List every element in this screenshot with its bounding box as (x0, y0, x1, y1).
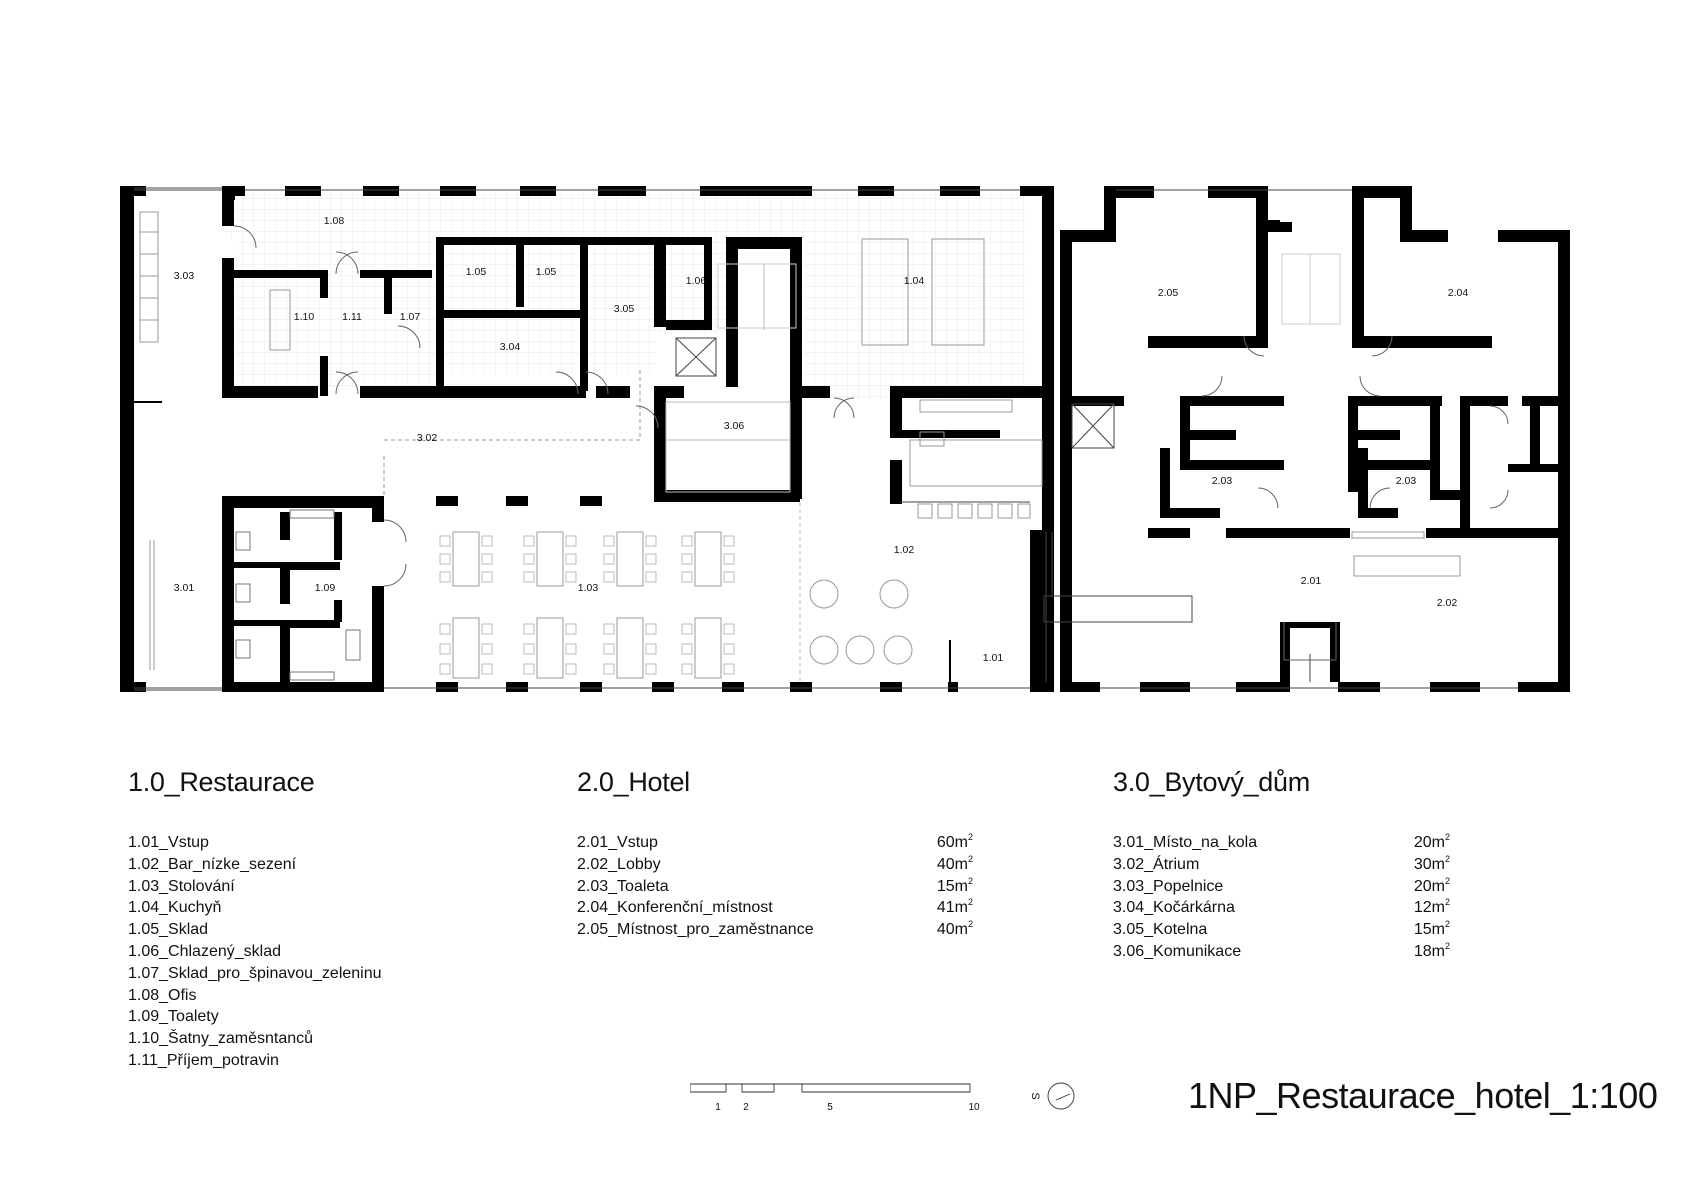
item-name: 3.06_Komunikace (1113, 942, 1242, 960)
list-item: 2.04_Konferenční_místnost 41m2 (577, 897, 973, 919)
item-name: 3.01_Místo_na_kola (1113, 834, 1258, 851)
north-arrow-icon: S (1029, 1082, 1075, 1110)
item-area: 20m2 (1413, 875, 1450, 895)
room-label-305: 3.05 (614, 303, 635, 315)
room-label-101: 1.01 (983, 652, 1004, 664)
scale-bar: 1 2 5 10 (690, 1083, 980, 1113)
list-item: 1.08_Ofis (128, 986, 197, 1004)
room-label-110: 1.10 (294, 311, 315, 323)
item-area: 12m2 (1413, 897, 1450, 917)
item-area: 15m2 (1413, 919, 1450, 939)
item-name: 3.03_Popelnice (1113, 877, 1224, 895)
item-area: 15m2 (936, 875, 973, 895)
item-name: 2.02_Lobby (577, 855, 661, 873)
list-item: 3.06_Komunikace 18m2 (1113, 941, 1450, 963)
list-item: 1.09_Toalety (128, 1008, 219, 1026)
legend-hotel-title: 2.0_Hotel (577, 767, 690, 797)
scale-tick-2: 2 (743, 1102, 749, 1113)
item-name: 2.03_Toaleta (577, 877, 669, 895)
scale-tick-10: 10 (968, 1102, 980, 1113)
room-label-203a: 2.03 (1212, 475, 1233, 487)
list-item: 1.07_Sklad_pro_špinavou_zeleninu (128, 964, 382, 982)
item-name: 3.05_Kotelna (1113, 921, 1208, 939)
room-label-105b: 1.05 (536, 266, 557, 278)
room-label-105a: 1.05 (466, 266, 487, 278)
list-item: 2.01_Vstup 60m2 (577, 832, 973, 854)
item-area: 60m2 (936, 832, 973, 852)
room-label-104: 1.04 (904, 275, 925, 287)
list-item: 1.10_Šatny_zaměsntanců (128, 1030, 314, 1048)
item-area: 41m2 (936, 897, 973, 917)
legend-restaurace: 1.0_Restaurace 1.01_Vstup 1.02_Bar_nízke… (128, 766, 382, 1072)
room-label-109: 1.09 (315, 582, 336, 594)
list-item: 3.01_Místo_na_kola 20m2 (1113, 832, 1450, 854)
hotel-walls (1060, 186, 1570, 692)
list-item: 2.05_Místnost_pro_zaměstnance 40m2 (577, 919, 973, 941)
plan-details (134, 187, 1518, 691)
list-item: 3.05_Kotelna 15m2 (1113, 919, 1450, 941)
legend-restaurace-list: 1.01_Vstup 1.02_Bar_nízke_sezení 1.03_St… (128, 832, 382, 1072)
room-label-201: 2.01 (1301, 575, 1322, 587)
room-label-102: 1.02 (894, 544, 915, 556)
list-item: 2.02_Lobby 40m2 (577, 854, 973, 876)
room-label-205: 2.05 (1158, 287, 1179, 299)
room-label-103: 1.03 (578, 582, 599, 594)
list-item: 1.05_Sklad (128, 921, 209, 939)
scale-tick-1: 1 (715, 1102, 721, 1113)
item-area: 40m2 (936, 853, 973, 873)
item-area: 20m2 (1413, 832, 1450, 852)
list-item: 1.04_Kuchyň (128, 899, 222, 917)
room-label-202: 2.02 (1437, 597, 1458, 609)
legend-bytovy: 3.0_Bytový_dům 3.01_Místo_na_kola 20m2 3.… (1113, 766, 1450, 963)
room-label-301: 3.01 (174, 582, 195, 594)
room-label-106: 1.06 (686, 275, 707, 287)
list-item: 3.04_Kočárkárna 12m2 (1113, 897, 1450, 919)
room-label-306: 3.06 (724, 420, 745, 432)
item-area: 30m2 (1413, 853, 1450, 873)
room-label-302: 3.02 (417, 432, 438, 444)
list-item: 1.06_Chlazený_sklad (128, 942, 281, 960)
item-area: 40m2 (936, 919, 973, 939)
list-item: 1.01_Vstup (128, 834, 209, 851)
item-name: 2.05_Místnost_pro_zaměstnance (577, 921, 814, 939)
room-label-204: 2.04 (1448, 287, 1469, 299)
list-item: 1.03_Stolování (128, 877, 235, 895)
restaurant-walls (120, 186, 1054, 692)
item-name: 3.02_Átrium (1113, 855, 1200, 873)
room-labels: 3.03 3.01 3.02 1.08 1.10 1.11 1.07 1.05 … (174, 215, 1469, 664)
list-item: 1.02_Bar_nízke_sezení (128, 855, 297, 873)
room-label-303: 3.03 (174, 270, 195, 282)
item-area: 18m2 (1413, 940, 1450, 960)
legend-hotel: 2.0_Hotel 2.01_Vstup 60m2 2.02_Lobby 40m2 … (577, 766, 973, 941)
list-item: 2.03_Toaleta 15m2 (577, 876, 973, 898)
list-item: 1.11_Příjem_potravin (128, 1051, 279, 1069)
room-label-107: 1.07 (400, 311, 421, 323)
sheet-title: 1NP_Restaurace_hotel_1:100 (1188, 1075, 1658, 1116)
legend-hotel-list: 2.01_Vstup 60m2 2.02_Lobby 40m2 2.03_Toale… (577, 832, 973, 941)
north-label: S (1029, 1092, 1041, 1099)
item-name: 3.04_Kočárkárna (1113, 899, 1235, 917)
room-label-111: 1.11 (342, 311, 362, 323)
item-name: 2.01_Vstup (577, 834, 658, 851)
kitchen-floor-tiles (224, 189, 1026, 399)
list-item: 3.03_Popelnice 20m2 (1113, 876, 1450, 898)
scale-tick-5: 5 (827, 1102, 833, 1113)
list-item: 3.02_Átrium 30m2 (1113, 854, 1450, 876)
room-label-108: 1.08 (324, 215, 345, 227)
item-name: 2.04_Konferenční_místnost (577, 899, 773, 917)
legend-bytovy-title: 3.0_Bytový_dům (1113, 767, 1310, 797)
legend-bytovy-list: 3.01_Místo_na_kola 20m2 3.02_Átrium 30m2 3… (1113, 832, 1450, 963)
legend-restaurace-title: 1.0_Restaurace (128, 767, 315, 797)
room-label-304: 3.04 (500, 341, 521, 353)
room-label-203b: 2.03 (1396, 475, 1417, 487)
